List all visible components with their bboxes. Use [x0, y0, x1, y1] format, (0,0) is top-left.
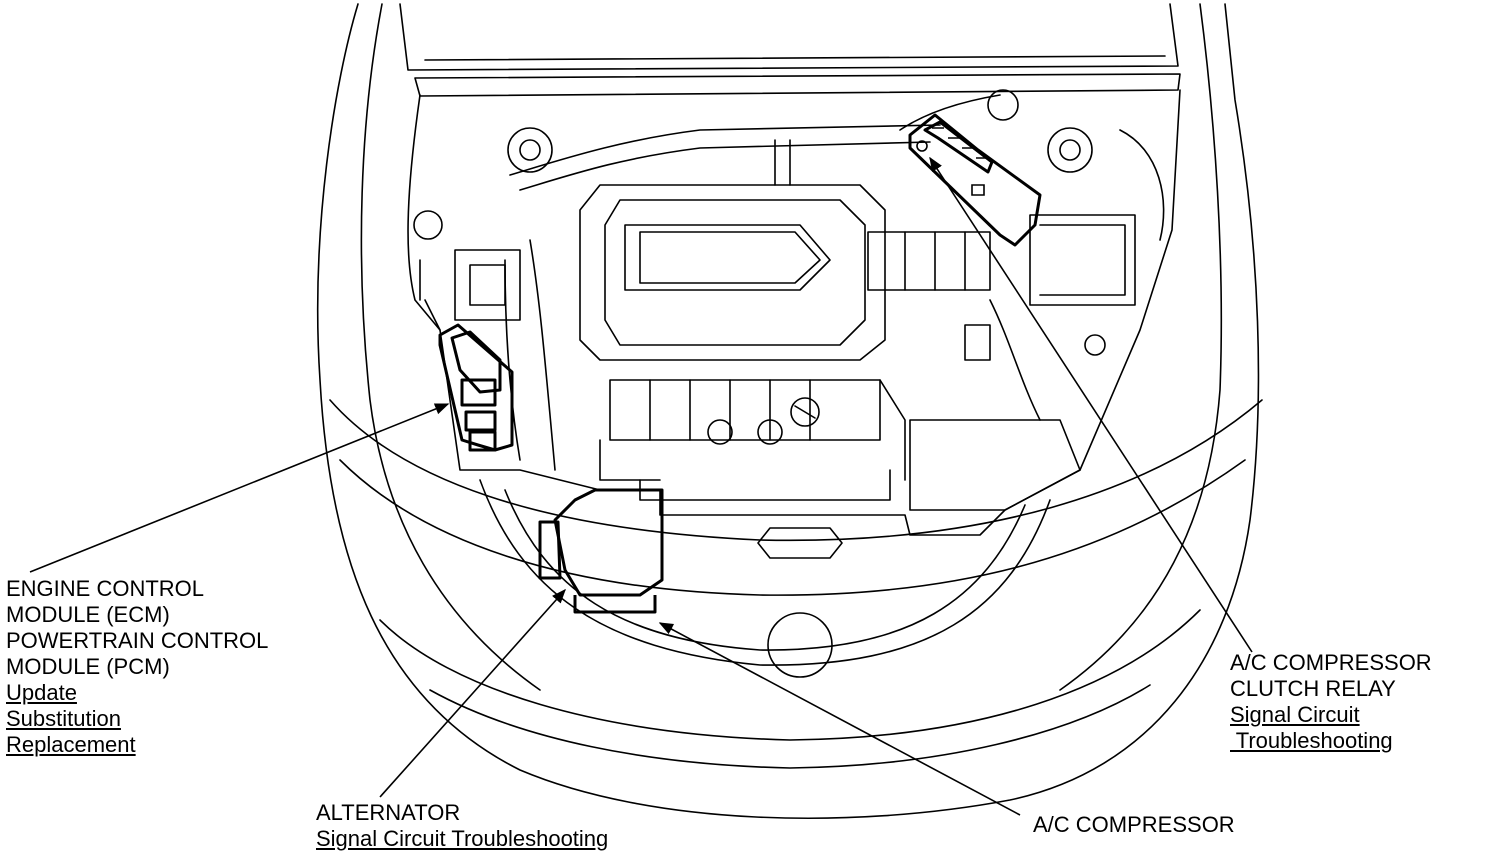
alternator-troubleshooting-link[interactable]: Signal Circuit Troubleshooting — [316, 826, 609, 851]
ac-clutch-relay-label: A/C COMPRESSOR CLUTCH RELAY Signal Circu… — [1230, 650, 1432, 754]
leader-alternator — [379, 588, 566, 798]
air-filter-box — [1029, 214, 1136, 306]
ecm-line-2: MODULE (ECM) — [6, 602, 170, 627]
relay-slots — [932, 127, 988, 159]
leader-ecm — [29, 403, 450, 573]
ecm-replacement-link[interactable]: Replacement — [6, 732, 136, 757]
ecm-update-link[interactable]: Update — [6, 680, 77, 705]
intake-plenum — [624, 224, 831, 291]
intake-runners — [609, 379, 881, 441]
intake-manifold — [579, 184, 886, 361]
throttle-body — [867, 231, 991, 291]
grille — [479, 479, 1051, 666]
hood — [399, 3, 1179, 71]
alternator — [553, 488, 664, 597]
strut-tower-right — [1047, 127, 1093, 173]
engine-bay-outline — [407, 89, 1181, 536]
ecm-line-1: ENGINE CONTROL — [6, 576, 205, 601]
ecm-substitution-link[interactable]: Substitution — [6, 706, 121, 731]
relay-line-1: A/C COMPRESSOR — [1230, 650, 1432, 675]
emblem — [757, 527, 843, 559]
compressor-title: A/C COMPRESSOR — [1033, 812, 1235, 837]
leader-compressor — [658, 622, 1021, 816]
strut-tower-left — [507, 127, 553, 173]
relay-line-2: CLUTCH RELAY — [1230, 676, 1396, 701]
car-body-outline — [316, 3, 1260, 820]
ecm-pcm-label: ENGINE CONTROL MODULE (ECM) POWERTRAIN C… — [6, 576, 268, 758]
ecm-line-4: MODULE (PCM) — [6, 654, 170, 679]
ac-compressor-label: A/C COMPRESSOR — [1033, 812, 1235, 838]
alternator-label: ALTERNATOR Signal Circuit Troubleshootin… — [316, 800, 608, 852]
relay-troubleshooting-link[interactable]: Troubleshooting — [1230, 728, 1393, 753]
fender-right — [1059, 3, 1223, 691]
alternator-title: ALTERNATOR — [316, 800, 461, 825]
fender-left — [360, 3, 541, 691]
relay-box — [908, 113, 1042, 247]
ac-compressor — [538, 520, 562, 580]
coolant-reservoir — [909, 419, 1081, 511]
ecm-line-3: POWERTRAIN CONTROL — [6, 628, 269, 653]
leader-relay — [929, 156, 1253, 653]
relay-signal-circuit-link[interactable]: Signal Circuit — [1230, 702, 1360, 727]
